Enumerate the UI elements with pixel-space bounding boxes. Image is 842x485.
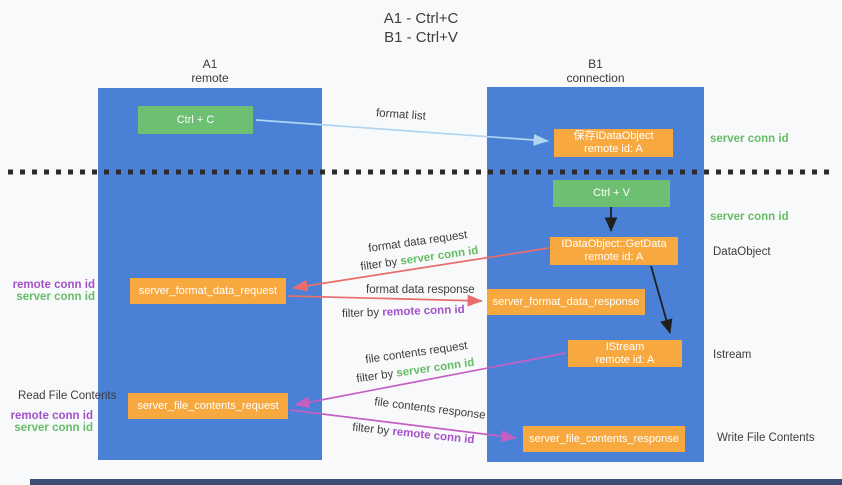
istream-line2: remote id: A <box>595 353 655 366</box>
save-idataobject-line2: remote id: A <box>584 143 643 155</box>
istream-side-label: Istream <box>713 349 752 361</box>
node-ctrl-c: Ctrl + C <box>138 106 253 134</box>
filter-by-text: filter by <box>355 367 398 386</box>
file-response-filter-label: filter by remote conn id <box>352 422 475 447</box>
server-conn-id-file-label: server conn id <box>14 422 93 434</box>
format-list-label: format list <box>375 107 427 123</box>
node-server-file-contents-response: server_file_contents_response <box>523 426 685 452</box>
remote-conn-id-file-label: remote conn id <box>10 410 93 422</box>
format-conn-id-labels: remote conn id server conn id <box>10 279 95 303</box>
file-contents-response-label: file contents response <box>373 396 487 422</box>
getdata-line1: IDataObject::GetData <box>561 238 667 250</box>
node-ctrl-v: Ctrl + V <box>553 180 670 207</box>
file-response-label: server_file_contents_response <box>529 432 679 445</box>
ctrl-c-label: Ctrl + C <box>176 113 215 126</box>
left-column-name: A1 <box>202 57 218 71</box>
node-server-file-contents-request: server_file_contents_request <box>128 393 288 419</box>
left-column-role: remote <box>191 71 229 85</box>
format-request-label: server_format_data_request <box>138 284 278 297</box>
diagram-title: A1 - Ctrl+C B1 - Ctrl+V <box>0 9 842 47</box>
getdata-line2: remote id: A <box>584 251 644 263</box>
remote-conn-id-text: remote conn id <box>391 425 475 447</box>
istream-line1: IStream <box>605 340 645 353</box>
server-conn-id-top-label: server conn id <box>710 133 789 145</box>
format-response-label: server_format_data_response <box>492 295 640 308</box>
title-line-2: B1 - Ctrl+V <box>384 29 458 46</box>
dataobject-label: DataObject <box>713 246 771 258</box>
right-column-header: B1 connection <box>487 57 704 85</box>
node-istream: IStream remote id: A <box>568 340 682 367</box>
server-conn-id-format-label: server conn id <box>16 291 95 303</box>
node-server-format-data-response: server_format_data_response <box>487 289 645 315</box>
format-data-response-label: format data response <box>366 284 475 296</box>
save-idataobject-line1: 保存IDataObject <box>573 130 654 142</box>
format-response-filter-label: filter by remote conn id <box>342 304 465 320</box>
node-idataobject-getdata: IDataObject::GetData remote id: A <box>550 237 678 265</box>
ctrl-v-label: Ctrl + V <box>593 187 630 199</box>
filter-by-text: filter by <box>359 255 402 274</box>
file-request-label: server_file_contents_request <box>137 399 279 412</box>
right-column-name: B1 <box>588 57 603 71</box>
left-column-header: A1 remote <box>98 57 322 85</box>
remote-conn-id-format-label: remote conn id <box>12 279 95 291</box>
filter-by-text: filter by <box>341 306 383 321</box>
server-conn-id-mid-label: server conn id <box>710 211 789 223</box>
write-file-contents-label: Write File Contents <box>717 432 815 444</box>
read-file-contents-label: Read File Contents <box>18 390 117 402</box>
filter-by-text: filter by <box>351 421 394 438</box>
remote-conn-id-text: remote conn id <box>382 303 465 319</box>
bottom-window-edge <box>30 479 842 485</box>
right-column-role: connection <box>566 71 625 85</box>
node-save-idataobject: 保存IDataObject remote id: A <box>554 129 673 157</box>
title-line-1: A1 - Ctrl+C <box>383 10 459 27</box>
node-server-format-data-request: server_format_data_request <box>130 278 286 304</box>
file-conn-id-labels: remote conn id server conn id <box>8 410 93 434</box>
